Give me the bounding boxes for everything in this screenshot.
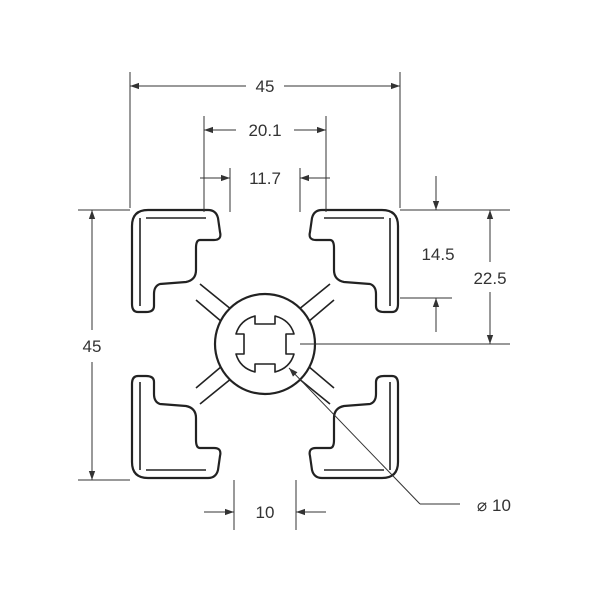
inner-outline-top-right — [324, 217, 391, 306]
dimension-slot-opening: 11.7 — [200, 168, 330, 212]
bore-diameter-symbol: ⌀ — [477, 496, 487, 515]
dimension-slot-depth: 14.5 — [400, 176, 455, 332]
corner-pocket-top-right — [308, 208, 400, 314]
corner-pocket-top-left — [130, 208, 222, 314]
corner-pocket-bottom-right — [308, 374, 400, 480]
inner-outline-top-left — [139, 217, 206, 306]
dimension-half-height: 22.5 — [300, 209, 510, 345]
web-arm-top-right — [297, 283, 335, 323]
web-arm-top-left — [195, 283, 233, 323]
inner-outline-bottom-left — [139, 382, 206, 471]
corner-pocket-bottom-left — [130, 374, 222, 480]
web-arm-bottom-left — [195, 365, 233, 405]
dimension-bottom-slot-width: 10 — [204, 480, 326, 530]
dimension-label-overall-height: 45 — [83, 337, 102, 356]
dimension-label-bore-diameter: 10 — [492, 496, 511, 515]
dimension-label-slot-depth: 14.5 — [421, 245, 454, 264]
dimension-label-slot-opening: 11.7 — [249, 169, 281, 188]
inner-outline-bottom-right — [324, 382, 391, 471]
dimension-label-half-height: 22.5 — [473, 269, 506, 288]
dimension-slot-outer-width: 20.1 — [203, 116, 327, 212]
splined-bore — [235, 315, 295, 373]
leader-bore-diameter: ⌀ 10 — [288, 367, 511, 515]
dimension-label-slot-outer-width: 20.1 — [248, 121, 281, 140]
dimension-overall-height: 45 — [78, 209, 130, 481]
dimension-label-bottom-slot-width: 10 — [256, 503, 275, 522]
dimension-label-overall-width: 45 — [256, 77, 275, 96]
dimension-overall-width: 45 — [129, 72, 401, 208]
